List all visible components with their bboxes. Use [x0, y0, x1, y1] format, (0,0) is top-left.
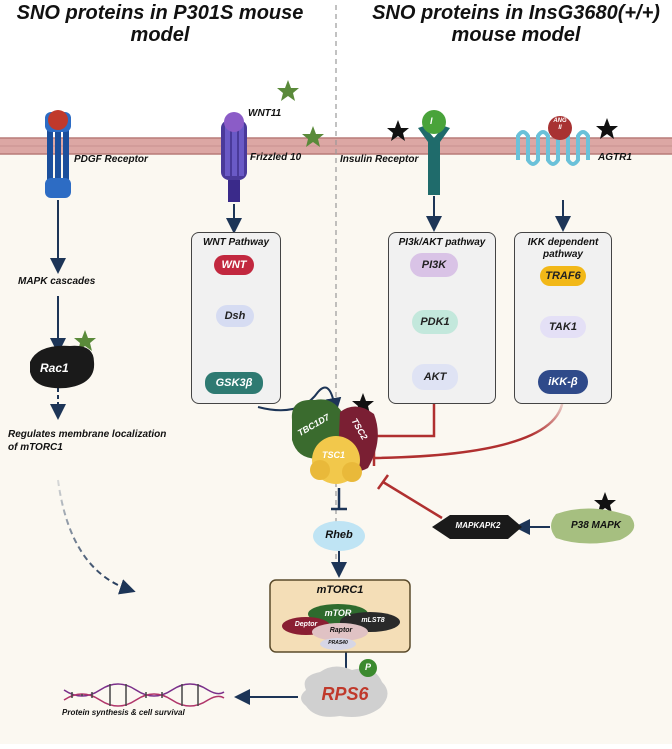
pras40-node	[320, 638, 356, 650]
insulin-receptor	[418, 110, 450, 195]
rps6-node	[301, 666, 388, 717]
insulin-receptor-label: Insulin Receptor	[340, 154, 419, 165]
ikkb-node: iKK-β	[538, 370, 588, 394]
rps6-label: RPS6	[321, 684, 369, 704]
pras40-label: PRAS40	[328, 640, 348, 646]
frizzled-label: Frizzled 10	[250, 152, 302, 163]
agtr1-receptor	[516, 130, 590, 166]
tsc-complex	[291, 399, 378, 484]
raptor-label: Raptor	[329, 627, 353, 634]
header-right: SNO proteins in InsG3680(+/+) mouse mode…	[372, 2, 660, 46]
rac1-node	[30, 345, 95, 389]
pi3k-node: PI3K	[410, 253, 458, 277]
phospho-badge	[359, 659, 377, 677]
regulates-membrane-label: Regulates membrane localization of mTORC…	[8, 429, 167, 453]
protein-synthesis-label: Protein synthesis & cell survival	[62, 708, 185, 717]
mapk-cascades-label: MAPK cascades	[18, 276, 96, 287]
mlst8-label: mLST8	[361, 617, 385, 624]
mapkapk2-node	[432, 515, 522, 539]
wnt-pathway-title: WNT Pathway	[202, 237, 270, 248]
tak1-node: TAK1	[540, 316, 586, 338]
star-icon	[74, 330, 96, 351]
akt-node: AKT	[412, 364, 458, 390]
deptor-label: Deptor	[294, 621, 318, 628]
ang-label: ANG II	[553, 118, 567, 131]
p38-label: P38 MAPK	[570, 520, 621, 531]
mtor-label: mTOR	[324, 608, 352, 618]
ang-ligand	[548, 116, 572, 140]
rheb-node	[313, 521, 365, 551]
wnt-node: WNT	[214, 255, 254, 275]
inhibition-ikk-tsc	[373, 397, 565, 460]
dashed-arrow	[57, 479, 136, 595]
ikk-pathway-title: IKK dependent pathway	[527, 237, 599, 260]
tsc1-label: TSC1	[322, 450, 346, 460]
rheb-label: Rheb	[325, 529, 353, 541]
inhibition-mapkapk2-tsc	[376, 474, 443, 520]
frizzled-receptor	[221, 112, 247, 202]
dsh-node: Dsh	[216, 305, 254, 327]
mapkapk2-label: MAPKAPK2	[455, 521, 501, 530]
pdgf-receptor	[45, 110, 71, 198]
mtorc1-title: mTORC1	[316, 584, 364, 596]
arrow	[257, 386, 342, 414]
pdgf-receptor-label: PDGF Receptor	[74, 154, 148, 165]
wnt11-label: WNT11	[248, 108, 282, 119]
insulin-ligand-label: I	[430, 116, 433, 126]
star-icon	[387, 120, 409, 141]
star-icon	[302, 126, 324, 147]
star-icon	[596, 118, 618, 139]
agtr1-label: AGTR1	[598, 152, 632, 163]
raptor-node	[312, 623, 368, 641]
star-icon	[594, 492, 616, 513]
phospho-label: P	[364, 662, 371, 672]
header-left: SNO proteins in P301S mouse model	[16, 2, 304, 46]
traf6-node: TRAF6	[540, 266, 586, 286]
star-icon	[277, 80, 299, 101]
inhibition-tsc-rheb	[331, 488, 347, 511]
p38-node	[551, 508, 635, 544]
pdk1-node: PDK1	[412, 310, 458, 334]
dna-icon	[63, 683, 225, 707]
rac1-label: Rac1	[40, 361, 69, 375]
pi3k-pathway-title: PI3k/AKT pathway	[398, 237, 486, 248]
gsk3b-node: GSK3β	[205, 372, 263, 394]
